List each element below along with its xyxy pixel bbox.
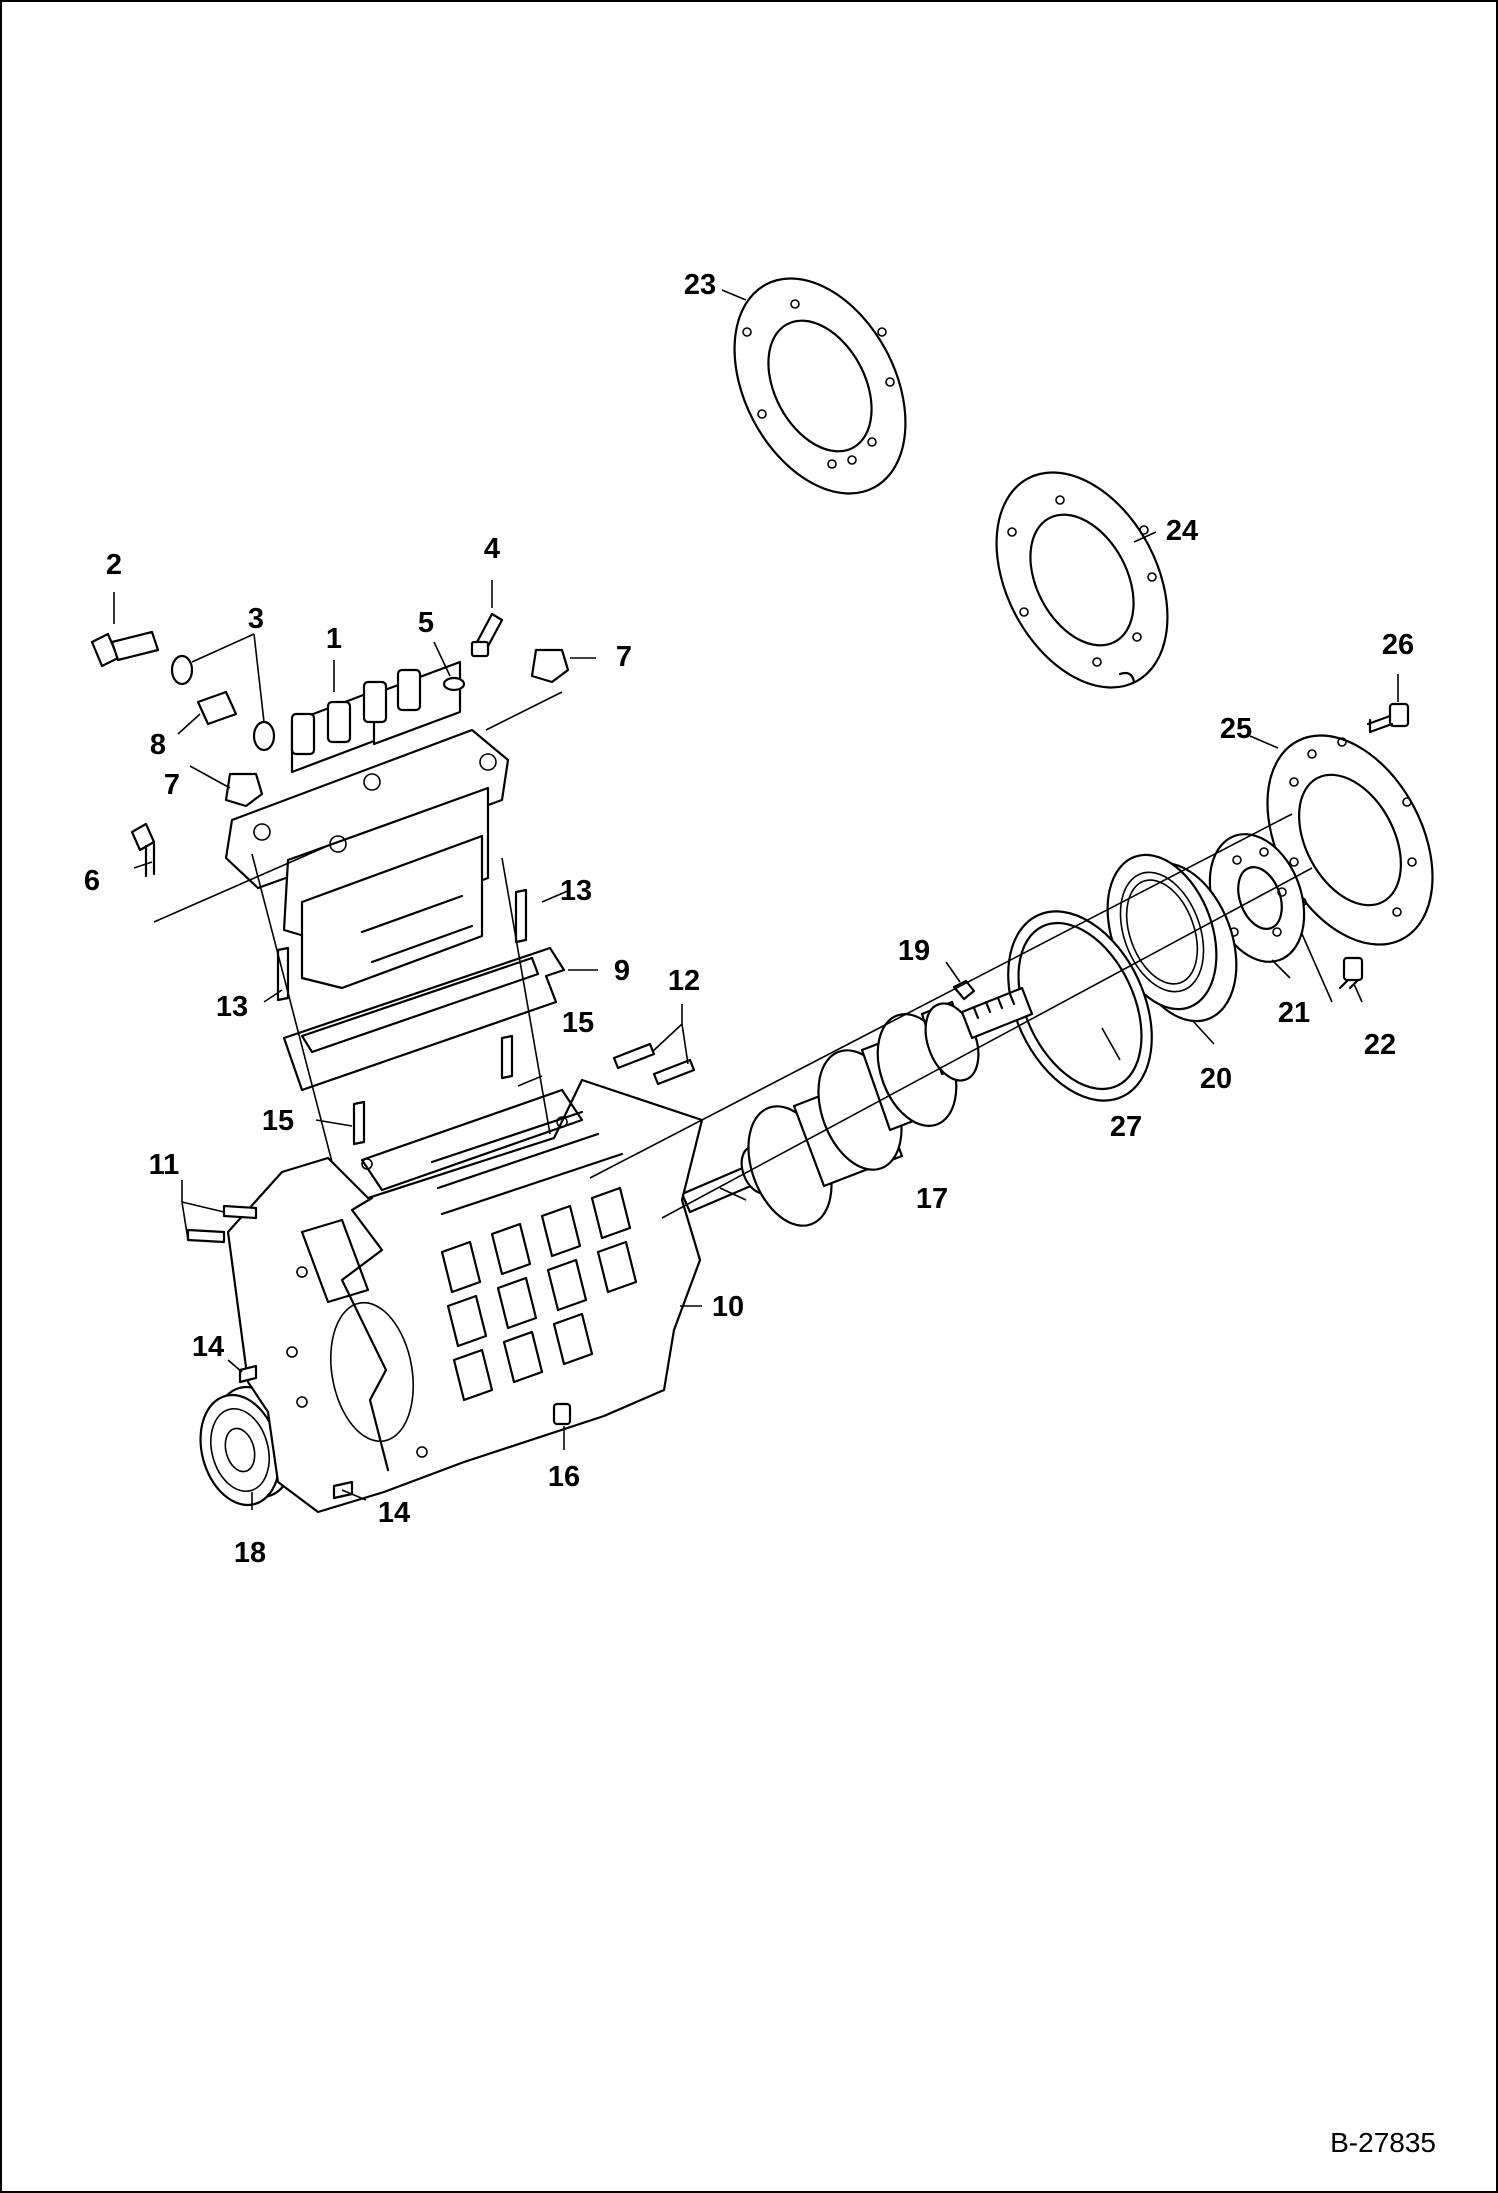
part-7-nut-lower — [224, 772, 264, 808]
callout-15-upper: 15 — [562, 1007, 594, 1039]
part-7-nut-upper — [530, 648, 570, 684]
assembly-lines — [153, 691, 1333, 1219]
callout-2: 2 — [106, 549, 122, 581]
part-25-gasket-plate — [1266, 734, 1434, 946]
part-17-camshaft — [680, 986, 1034, 1227]
part-8-fitting — [196, 690, 238, 726]
callout-25: 25 — [1220, 713, 1252, 745]
callout-12: 12 — [668, 965, 700, 997]
callout-11: 11 — [149, 1149, 180, 1181]
callout-22: 22 — [1364, 1029, 1396, 1061]
callout-8: 8 — [150, 729, 166, 761]
callout-13-lower: 13 — [216, 991, 248, 1023]
callout-6: 6 — [84, 865, 100, 897]
part-1-injection-pump — [224, 660, 510, 990]
callout-14-upper: 14 — [192, 1331, 224, 1363]
part-26-bolt — [1366, 702, 1410, 734]
part-5-washer — [442, 676, 466, 692]
callout-23: 23 — [684, 269, 716, 301]
callout-14-lower: 14 — [378, 1497, 410, 1529]
callout-24: 24 — [1166, 515, 1198, 547]
callout-26: 26 — [1382, 629, 1414, 661]
figure-id: B-27835 — [1330, 2127, 1436, 2158]
part-19-key — [952, 979, 976, 1001]
callout-13-upper: 13 — [560, 875, 592, 907]
part-22-bolt — [1338, 956, 1364, 990]
leader-lines — [113, 289, 1399, 1510]
part-2-banjo-bolt — [90, 630, 160, 668]
callout-27: 27 — [1110, 1111, 1142, 1143]
callout-7-lower: 7 — [164, 769, 180, 801]
part-4-bleeder-screw — [470, 612, 504, 658]
part-6-bolt — [130, 822, 156, 878]
callout-3: 3 — [248, 603, 264, 635]
callout-10: 10 — [712, 1291, 744, 1323]
part-23-gasket-plate — [733, 277, 907, 495]
part-24-gasket-plate — [995, 471, 1169, 689]
part-12-studs — [612, 1042, 696, 1086]
callout-17: 17 — [916, 1183, 948, 1215]
callout-5: 5 — [418, 607, 434, 639]
callout-21: 21 — [1278, 997, 1310, 1029]
callout-16: 16 — [548, 1461, 580, 1493]
part-9-gasket — [282, 946, 566, 1092]
callout-4: 4 — [484, 533, 500, 565]
callout-labels: 1 2 3 4 5 6 7 7 8 9 10 11 12 13 13 14 14… — [84, 269, 1414, 1569]
callout-15-lower: 15 — [262, 1105, 294, 1137]
callout-1: 1 — [326, 623, 342, 655]
part-3-washers — [170, 654, 276, 752]
part-11-studs — [186, 1204, 258, 1244]
part-15-dowels — [352, 1034, 514, 1146]
part-16-plug — [552, 1402, 572, 1426]
part-10-pump-housing — [226, 1078, 704, 1514]
callout-7-upper: 7 — [616, 641, 632, 673]
callout-20: 20 — [1200, 1063, 1232, 1095]
callout-19: 19 — [898, 935, 930, 967]
callout-18: 18 — [234, 1537, 266, 1569]
callout-9: 9 — [614, 955, 630, 987]
